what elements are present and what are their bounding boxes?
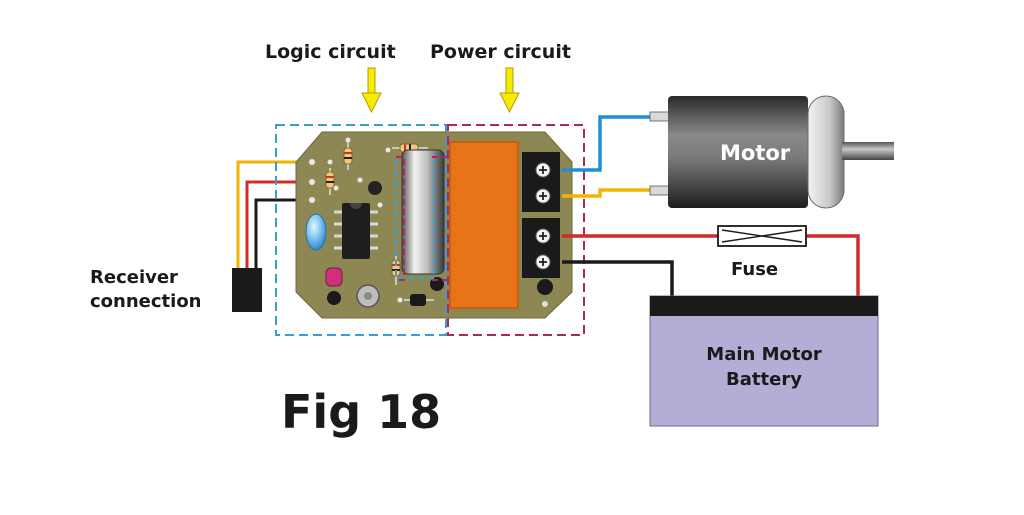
resistor [325, 168, 335, 195]
plus-terminal-icon [535, 254, 551, 270]
battery-label-line2: Battery [726, 369, 802, 390]
transistor [327, 291, 341, 305]
plus-terminal-icon [535, 162, 551, 178]
receiver-label-line2: connection [90, 291, 202, 312]
receiver-wires [236, 160, 310, 270]
diode-smd [404, 294, 434, 306]
battery-label-line1: Main Motor [706, 344, 822, 365]
battery-icon [649, 295, 879, 427]
resistor [343, 142, 353, 170]
transistor [368, 181, 382, 195]
power-circuit-label: Power circuit [430, 41, 571, 63]
receiver-label-line1: Receiver [90, 267, 178, 288]
plus-terminal-icon [535, 188, 551, 204]
motor-icon [649, 95, 894, 209]
logic-circuit-label: Logic circuit [265, 41, 396, 63]
motor-label: Motor [720, 141, 791, 165]
magenta-capacitor [325, 267, 343, 287]
plus-terminal-icon [535, 228, 551, 244]
receiver-connector [232, 268, 262, 312]
power-circuit-outline [447, 124, 585, 336]
figure-caption: Fig 18 [281, 385, 441, 439]
fuse-label: Fuse [731, 259, 778, 280]
logic-circuit-outline [275, 124, 447, 336]
relay-block [449, 141, 519, 309]
battery-terminal-block [522, 218, 560, 278]
motor-wires [562, 115, 665, 198]
down-arrow-icon [361, 67, 382, 114]
down-arrow-icon [499, 67, 520, 114]
fuse-icon [717, 225, 807, 247]
transistor [537, 279, 553, 295]
ic-chip [334, 203, 378, 259]
motor-terminal-block [522, 152, 560, 212]
battery-wires [562, 234, 860, 298]
blue-led [305, 213, 327, 251]
relay-coil [401, 149, 445, 275]
